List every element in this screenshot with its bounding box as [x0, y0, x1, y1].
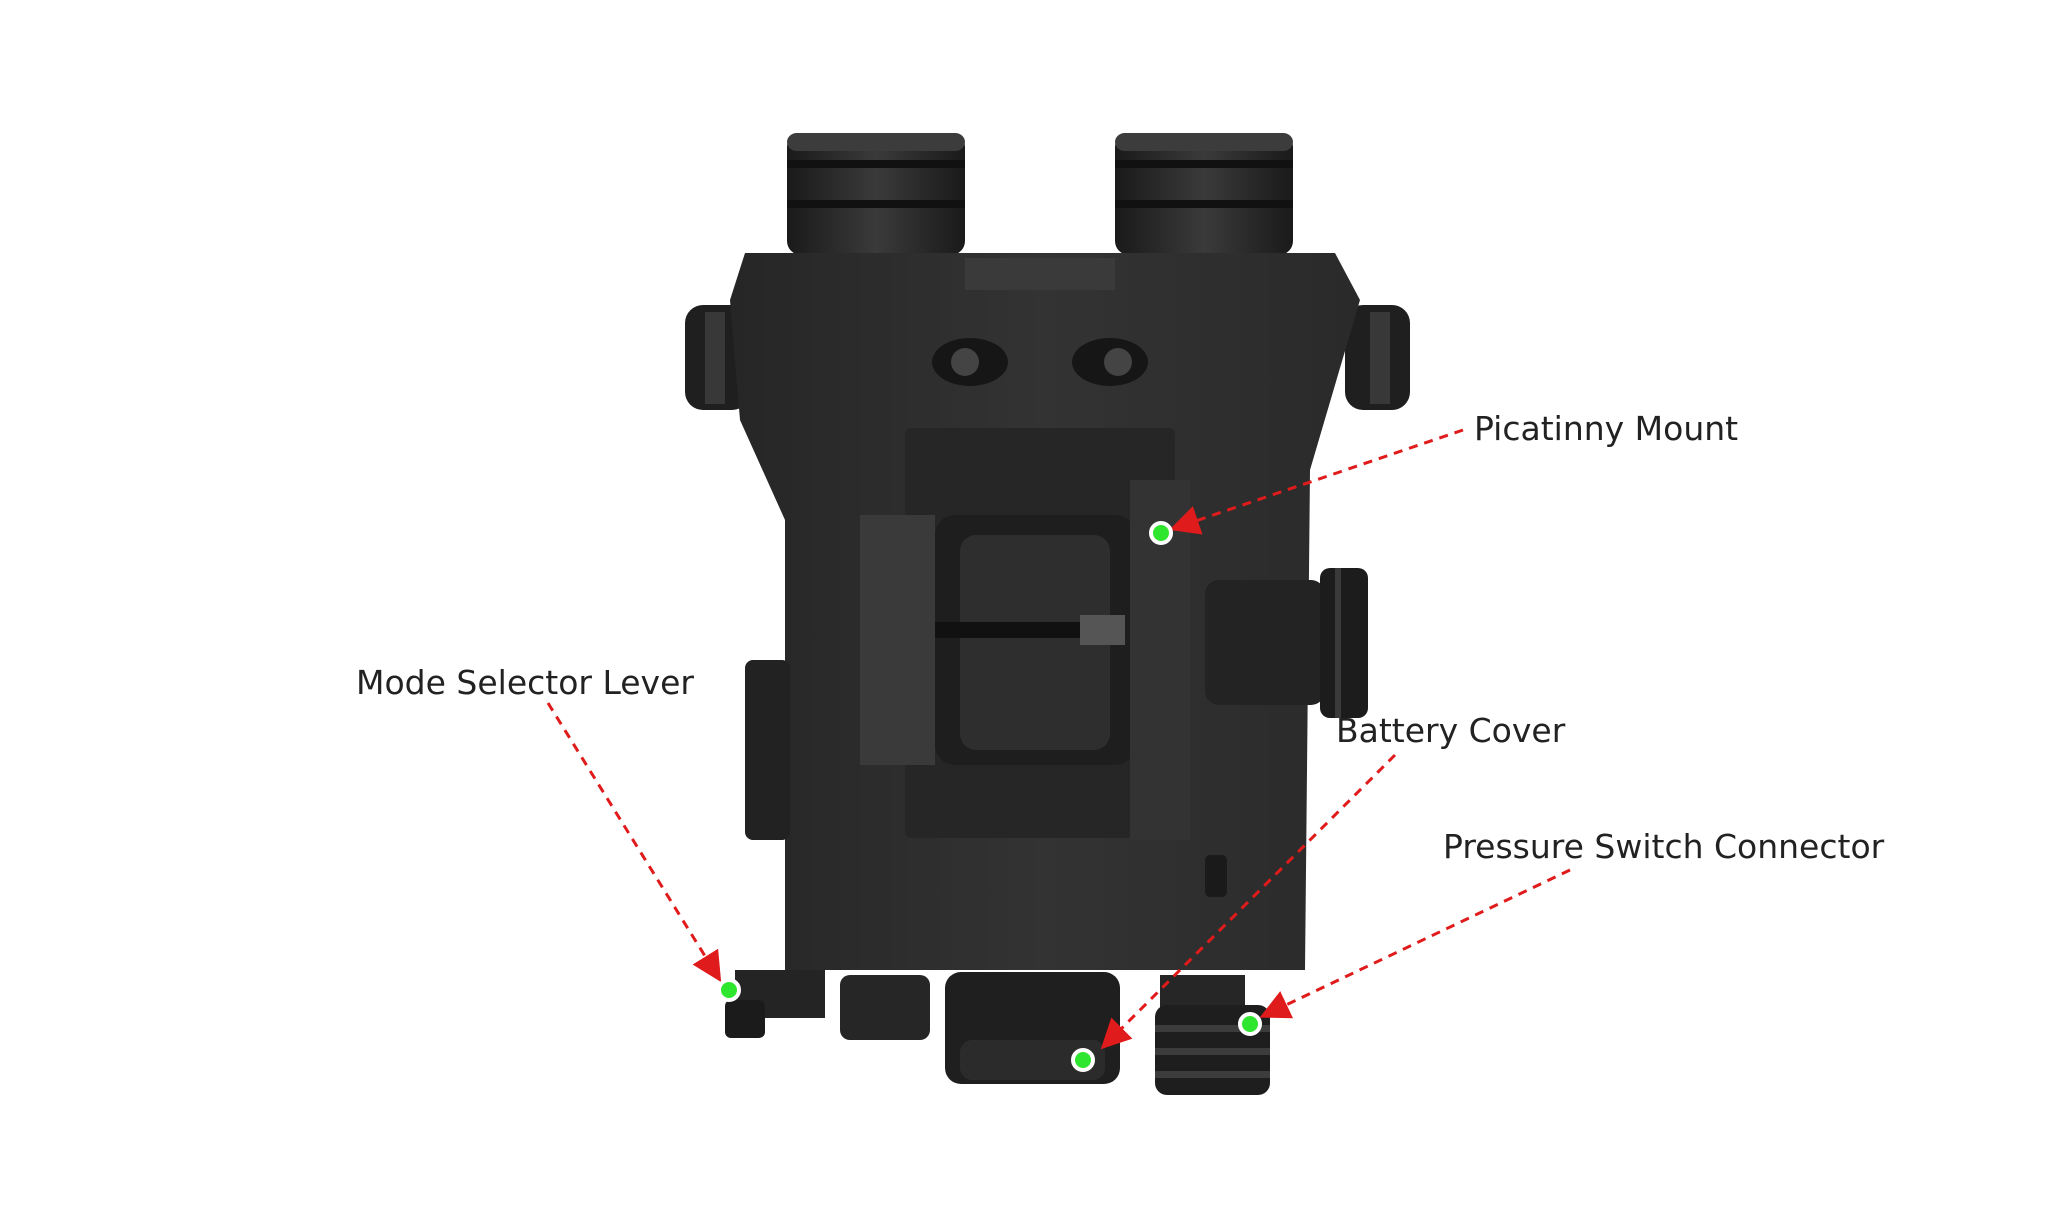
marker-dot: [1149, 521, 1173, 545]
callout-battery-cover: Battery Cover: [1071, 711, 1566, 1072]
side-pad: [745, 660, 790, 840]
marker-dot: [717, 978, 741, 1002]
top-plate: [965, 258, 1115, 290]
callout-label: Pressure Switch Connector: [1443, 827, 1885, 866]
leader-line: [1259, 868, 1571, 1019]
callout-picatinny-mount: Picatinny Mount: [1149, 409, 1738, 545]
mode-selector-assembly: [725, 970, 825, 1038]
leader-line: [1169, 428, 1464, 535]
picatinny-clamp: [860, 428, 1190, 840]
emitter-right: [1115, 133, 1293, 255]
elevation-screw: [1072, 338, 1148, 386]
side-knob-right: [1345, 305, 1410, 410]
callout-label: Battery Cover: [1336, 711, 1566, 750]
callout-pressure-switch-connector: Pressure Switch Connector: [1238, 827, 1885, 1036]
marker-dot: [1071, 1048, 1095, 1072]
lower-switch-block: [840, 975, 930, 1040]
callout-label: Mode Selector Lever: [356, 663, 694, 702]
status-indicator: [1205, 855, 1227, 897]
clamp-thumb-knob: [1205, 568, 1368, 718]
laser-device-illustration: [685, 133, 1410, 1095]
battery-cap: [945, 972, 1120, 1084]
callout-label: Picatinny Mount: [1474, 409, 1738, 448]
callout-mode-selector-lever: Mode Selector Lever: [356, 663, 741, 1002]
leader-line: [1100, 753, 1397, 1050]
emitter-left: [787, 133, 965, 255]
marker-dot: [1238, 1012, 1262, 1036]
windage-screw: [932, 338, 1008, 386]
leader-line: [546, 702, 722, 983]
